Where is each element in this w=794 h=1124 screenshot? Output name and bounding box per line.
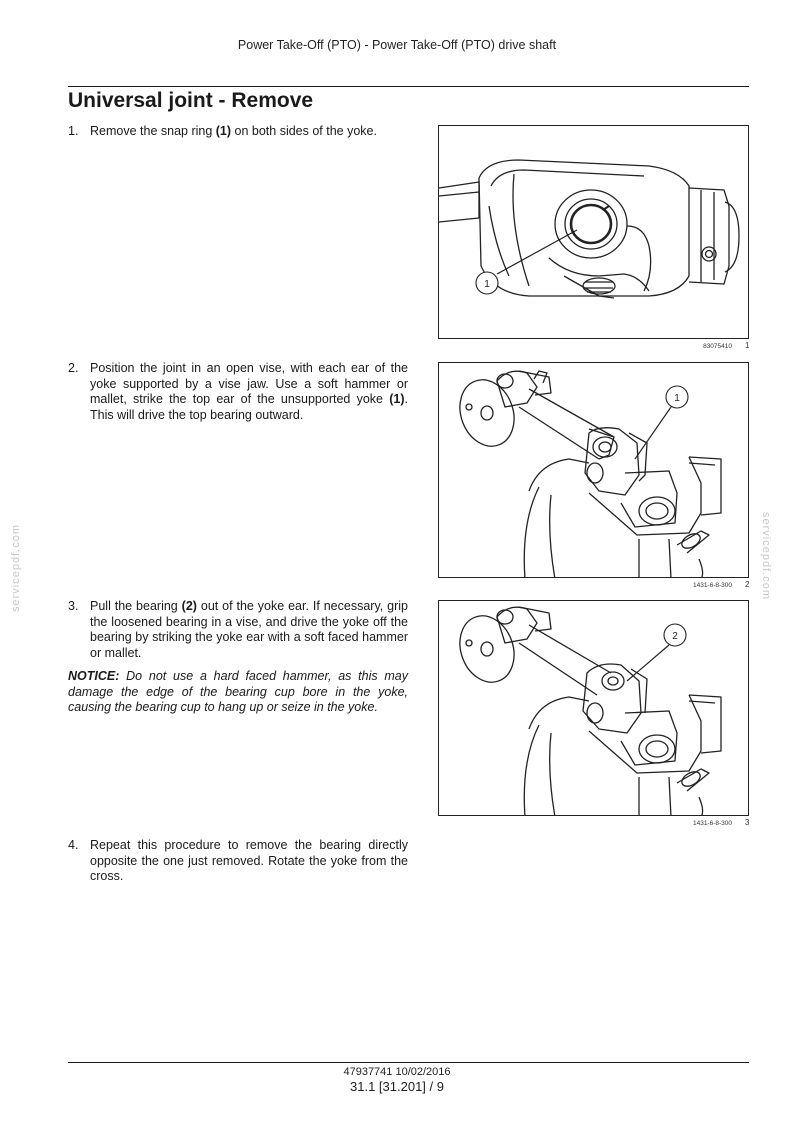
figure-2-caption: 1431-6-8-300 xyxy=(692,582,732,589)
step-text: Position the joint in an open vise, with… xyxy=(90,361,408,422)
callout-leader xyxy=(475,229,578,295)
notice: NOTICE: Do not use a hard faced hammer, … xyxy=(68,669,408,716)
watermark-right: servicepdf.com xyxy=(759,512,772,600)
callout-label: 2 xyxy=(672,631,678,642)
bearing-pull-illustration: 2 xyxy=(459,606,722,815)
step-text: Pull the bearing (2) out of the yoke ear… xyxy=(90,599,408,660)
step-1: 1. Remove the snap ring (1) on both side… xyxy=(68,124,408,140)
figure-3-number: 3 xyxy=(745,818,750,827)
step-number: 1. xyxy=(68,124,79,138)
step-number: 2. xyxy=(68,361,79,375)
step-text: Repeat this procedure to remove the bear… xyxy=(90,838,408,883)
step-number: 3. xyxy=(68,599,79,613)
figure-2-vise-strike: 1 xyxy=(438,362,749,578)
footer-doc-id: 47937741 10/02/2016 xyxy=(343,1066,451,1078)
callout-ref: (2) xyxy=(181,599,197,613)
step-3: 3. Pull the bearing (2) out of the yoke … xyxy=(68,599,408,661)
section-title: Universal joint - Remove xyxy=(68,89,314,112)
step-text: Remove the snap ring (1) on both sides o… xyxy=(90,124,377,138)
figure-3-caption: 1431-6-8-300 xyxy=(692,820,732,827)
step-number: 4. xyxy=(68,838,79,852)
watermark-left: servicepdf.com xyxy=(9,524,22,612)
page-header: Power Take-Off (PTO) - Power Take-Off (P… xyxy=(237,38,557,52)
notice-label: NOTICE: xyxy=(68,669,120,683)
joint-in-vise-illustration: 1 xyxy=(459,370,722,577)
figure-3-bearing-removal: 2 xyxy=(438,600,749,816)
footer-rule xyxy=(68,1062,749,1063)
header-rule xyxy=(68,86,749,87)
figure-1-number: 1 xyxy=(745,341,750,350)
callout-ref: (1) xyxy=(215,124,232,138)
figure-1-caption: 83075410 xyxy=(703,343,732,350)
callout-leader xyxy=(634,385,689,460)
notice-text: Do not use a hard faced hammer, as this … xyxy=(68,669,408,714)
callout-label: 1 xyxy=(484,279,490,290)
figure-1-snap-ring: 1 xyxy=(438,125,749,339)
footer-page-number: 31.1 [31.201] / 9 xyxy=(350,1079,444,1094)
callout-leader xyxy=(626,623,687,682)
callout-label: 1 xyxy=(674,393,680,404)
figure-2-number: 2 xyxy=(745,580,750,589)
universal-joint-illustration: 1 xyxy=(439,159,740,299)
step-2: 2. Position the joint in an open vise, w… xyxy=(68,361,408,423)
callout-ref: (1) xyxy=(389,392,405,406)
step-4: 4. Repeat this procedure to remove the b… xyxy=(68,838,408,885)
